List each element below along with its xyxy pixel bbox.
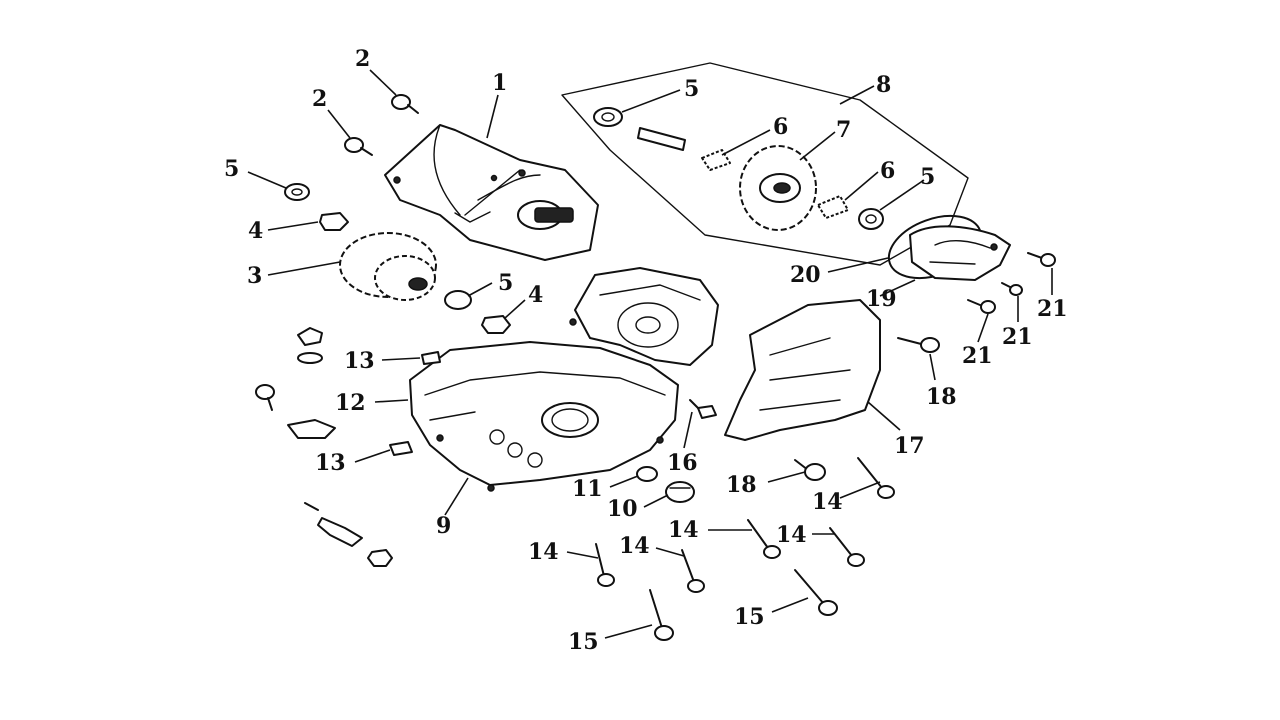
nut-lower-left [367,549,393,567]
bolt-21-middle [1001,282,1023,296]
bolt-18-lower [794,459,826,481]
bolt-21-right [1027,252,1056,267]
callout-13-lower: 13 [315,450,346,476]
callout-1: 1 [492,70,507,96]
bolt-14-center [747,519,781,559]
washer-5-left [284,183,310,201]
washer-5-middle [444,290,472,310]
callout-14-right: 14 [812,489,843,515]
callout-2-upper: 2 [355,46,370,72]
callout-12: 12 [335,390,366,416]
callout-14-center: 14 [668,517,699,543]
stud-pin [304,502,363,547]
clip-plate [287,419,336,439]
callout-16: 16 [667,450,698,476]
callout-9: 9 [436,513,451,539]
callout-20: 20 [790,262,821,288]
oil-filler-cap [297,327,323,364]
bolt-16 [689,399,717,419]
dowel-13-upper [421,351,441,365]
callout-17: 17 [894,433,925,459]
callout-5-box-top: 5 [684,76,699,102]
o-ring-11 [636,466,658,482]
reduction-gear-7 [739,145,817,231]
callout-13-upper: 13 [344,348,375,374]
bolt-2-lower [344,137,373,156]
bolt-14-middle [681,549,705,593]
callout-10: 10 [607,496,638,522]
callout-5-box-right: 5 [920,164,935,190]
plug-10 [665,481,695,503]
callout-3: 3 [247,263,262,289]
callout-15-left: 15 [568,629,599,655]
callout-8: 8 [876,72,891,98]
callout-4-left: 4 [248,218,263,244]
side-cover-17 [724,299,881,441]
callout-14-middle-right: 14 [776,522,807,548]
nut-4-middle [481,315,511,334]
bolt-18-upper [897,337,940,353]
callout-4-middle: 4 [528,282,543,308]
callout-labels: 2 2 1 5 4 3 5 4 13 12 13 9 11 10 16 5 8 … [224,46,1068,655]
callout-5-middle: 5 [498,270,513,296]
bolt-14-left [595,543,615,587]
callout-15-right: 15 [734,604,765,630]
callout-6-upper: 6 [773,114,788,140]
nut-4-left [319,212,349,231]
callout-6-lower: 6 [880,158,895,184]
bolt-14-middle-right [829,527,865,567]
starter-idle-gear [339,232,437,301]
clutch-housing [569,267,719,366]
washer-5-box-top [593,107,623,127]
reduction-shaft [637,127,686,151]
callout-21-right: 21 [1037,296,1068,322]
assembly-8-outline [561,62,969,266]
needle-bearing-6-lower [817,195,849,219]
callout-18-lower: 18 [726,472,757,498]
callout-5-left: 5 [224,156,239,182]
starter-motor [384,124,599,261]
bolt-15-left [649,589,674,641]
bolt-15-right [794,569,838,616]
callout-14-left: 14 [528,539,559,565]
dowel-13-lower [389,441,413,456]
reduction-cover-19 [909,225,1011,281]
drain-bolt [255,384,275,411]
callout-19: 19 [866,286,897,312]
callout-2-lower: 2 [312,86,327,112]
callout-14-middle: 14 [619,533,650,559]
callout-21-middle: 21 [1002,324,1033,350]
bolt-21-left [967,299,996,314]
bolt-2-upper [391,94,419,114]
bolt-14-right [857,457,895,499]
washer-5-box-right [858,208,884,230]
callout-21-left: 21 [962,343,993,369]
callout-18-upper: 18 [926,384,957,410]
crankcase-cover [409,341,679,492]
callout-11: 11 [572,476,603,502]
leader-lines [247,69,1053,639]
callout-7: 7 [836,117,851,143]
